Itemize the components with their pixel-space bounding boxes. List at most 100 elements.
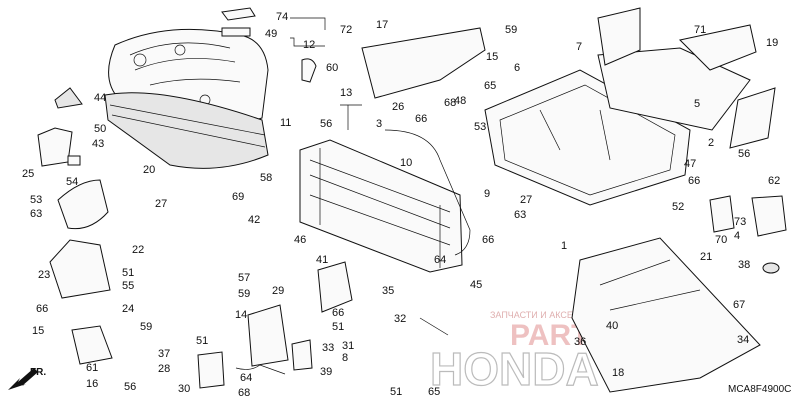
callout-label: 47 <box>684 158 696 170</box>
callout-label: 67 <box>733 299 745 311</box>
callout-label: 51 <box>332 321 344 333</box>
brand-outline-text: HONDA <box>430 343 599 395</box>
gasket-part <box>751 195 787 237</box>
callout-label: 59 <box>505 24 517 36</box>
callout-label: 59 <box>140 321 152 333</box>
callout-label: 37 <box>158 348 170 360</box>
callout-label: 66 <box>482 234 494 246</box>
callout-bracket <box>290 17 326 47</box>
frame-part <box>299 139 463 273</box>
callout-label: 16 <box>86 378 98 390</box>
callout-bracket <box>340 104 362 130</box>
callout-label: 66 <box>332 307 344 319</box>
callout-label: 2 <box>708 137 714 149</box>
callout-label: 27 <box>520 194 532 206</box>
callout-label: 51 <box>390 386 402 398</box>
callout-label: 71 <box>694 24 706 36</box>
callout-label: 15 <box>32 325 44 337</box>
rear-panel-part <box>729 87 776 149</box>
callout-label: 66 <box>415 113 427 125</box>
callout-label: 39 <box>320 366 332 378</box>
callout-label: 13 <box>340 87 352 99</box>
callout-label: 56 <box>320 118 332 130</box>
callout-label: 64 <box>434 254 446 266</box>
callout-label: 46 <box>294 234 306 246</box>
callout-label: 68 <box>444 97 456 109</box>
callout-label: 36 <box>574 336 586 348</box>
callout-label: 19 <box>766 37 778 49</box>
callout-label: 33 <box>322 342 334 354</box>
callout-label: 66 <box>36 303 48 315</box>
callout-label: 20 <box>143 164 155 176</box>
lower-cover-detail <box>599 259 701 311</box>
wire-part <box>235 364 286 375</box>
bracket-part <box>49 239 111 299</box>
callout-label: 18 <box>612 367 624 379</box>
callout-label: 35 <box>382 285 394 297</box>
callout-label: 64 <box>240 372 252 384</box>
callout-label: 56 <box>124 381 136 393</box>
grommet-part <box>762 262 780 274</box>
lower-cover-part <box>571 237 761 393</box>
callout-label: 1 <box>561 240 567 252</box>
badge-part <box>221 27 251 37</box>
callout-label: 11 <box>280 117 291 129</box>
callout-label: 61 <box>86 362 98 374</box>
callout-label: 65 <box>428 386 440 398</box>
callout-label: 28 <box>158 363 170 375</box>
emblem-part <box>221 7 256 21</box>
callout-label: 12 <box>303 39 315 51</box>
callout-label: 5 <box>694 98 700 110</box>
cover-part <box>37 127 73 167</box>
callout-label: 58 <box>260 172 272 184</box>
callout-label: 48 <box>454 95 466 107</box>
callout-label: 34 <box>737 334 749 346</box>
callout-label: 29 <box>272 285 284 297</box>
callout-label: 51 <box>196 335 208 347</box>
callout-label: 72 <box>340 24 352 36</box>
callout-label: 45 <box>470 279 482 291</box>
callout-label: 10 <box>400 157 412 169</box>
callout-label: 52 <box>672 201 684 213</box>
strap-part <box>291 339 313 371</box>
latch-part <box>301 58 317 83</box>
direction-label: FR. <box>30 367 46 378</box>
lid-rim-part <box>104 92 269 169</box>
callout-label: 50 <box>94 123 106 135</box>
callout-label: 14 <box>235 309 247 321</box>
callout-label: 27 <box>155 198 167 210</box>
callout-label: 26 <box>392 101 404 113</box>
side-panel-part <box>57 179 109 230</box>
side-cover-part <box>678 24 757 71</box>
callout-label: 63 <box>30 208 42 220</box>
pad-part <box>197 351 225 389</box>
callout-label: 8 <box>342 352 348 364</box>
callout-label: 69 <box>232 191 244 203</box>
callout-label: 38 <box>738 259 750 271</box>
callout-label: 42 <box>248 214 260 226</box>
holder-part <box>317 261 353 313</box>
callout-label: 30 <box>178 383 190 395</box>
callout-label: 68 <box>238 387 250 399</box>
callout-label: 59 <box>238 288 250 300</box>
clip-part <box>67 155 81 166</box>
callout-label: 9 <box>484 188 490 200</box>
bolt-part <box>419 317 449 336</box>
callout-label: 23 <box>38 269 50 281</box>
diagram-code: MCA8F4900C <box>728 384 791 395</box>
callout-label: 49 <box>265 28 277 40</box>
callout-label: 57 <box>238 272 250 284</box>
callout-label: 17 <box>376 19 388 31</box>
lock-part <box>709 195 735 233</box>
callout-label: 41 <box>316 254 328 266</box>
callout-label: 21 <box>700 251 712 263</box>
callout-label: 51 <box>122 267 134 279</box>
callout-label: 53 <box>474 121 486 133</box>
callout-label: 7 <box>576 41 582 53</box>
callout-label: 60 <box>326 62 338 74</box>
panel-part <box>247 304 289 367</box>
callout-label: 56 <box>738 148 750 160</box>
callout-label: 25 <box>22 168 34 180</box>
